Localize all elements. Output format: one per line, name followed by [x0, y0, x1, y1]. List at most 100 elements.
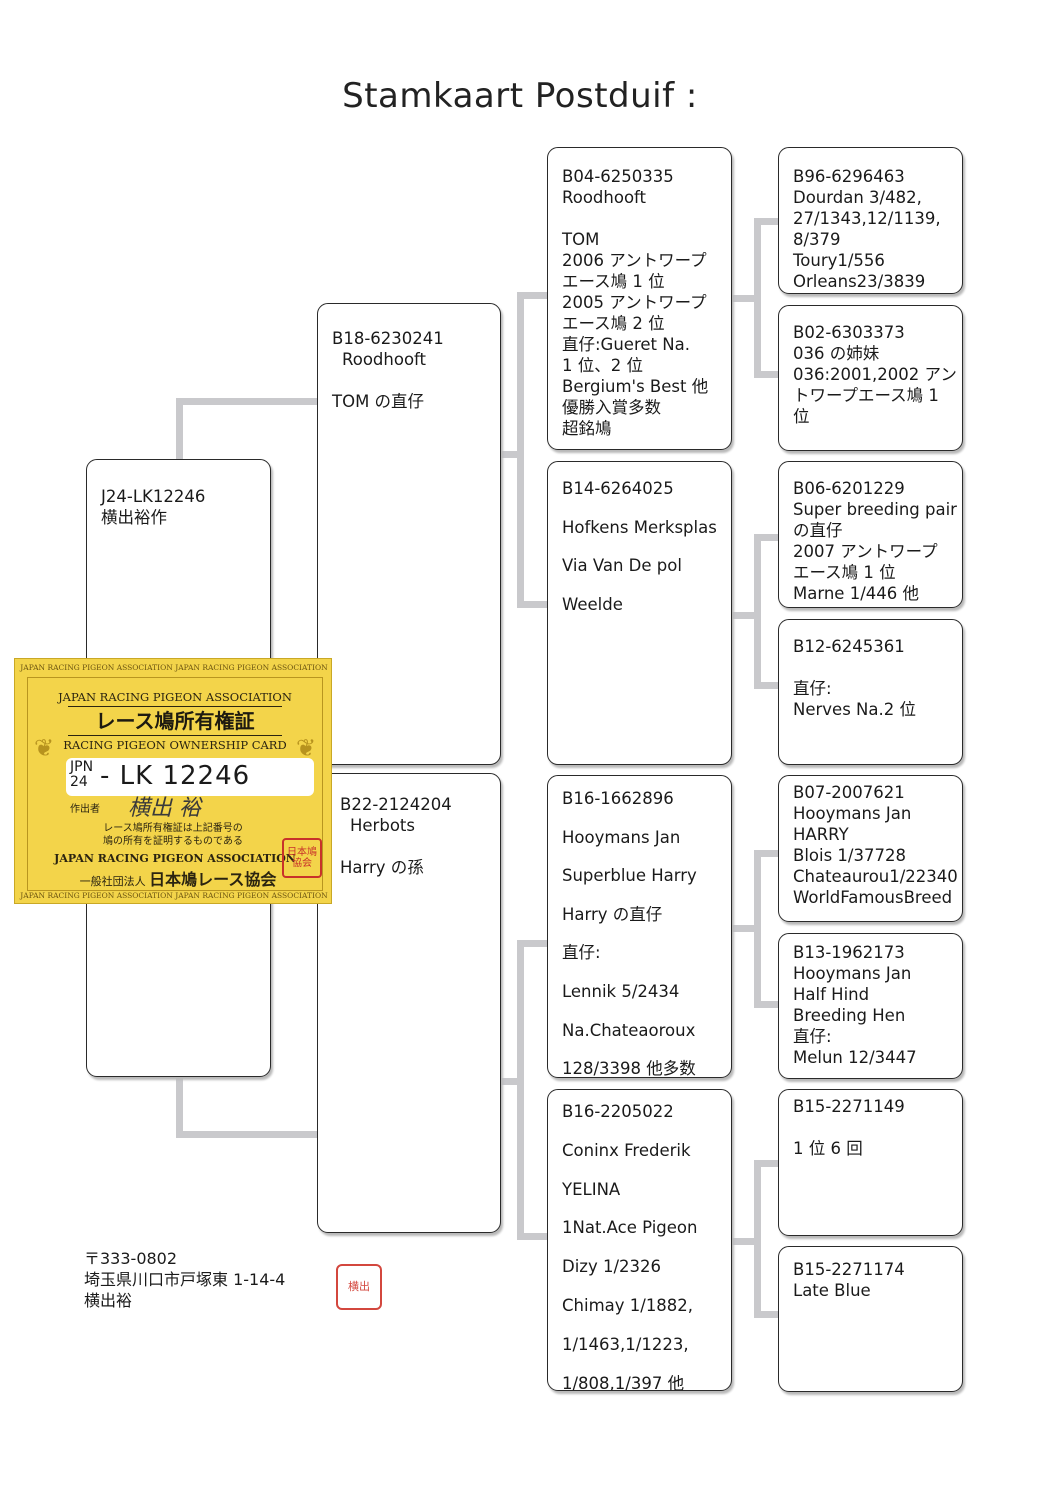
- card-note: レース鳩所有権証は上記番号の 鳩の所有を証明するものである: [58, 822, 288, 848]
- pedigree-line: エース鳩 1 位: [562, 272, 665, 291]
- pedigree-line: 直仔:Gueret Na.: [562, 335, 690, 354]
- sire-ring: B18-6230241: [332, 329, 444, 348]
- card-title-jp: レース鳩所有権証: [68, 706, 282, 736]
- pedigree-line: Breeding Hen: [793, 1006, 906, 1025]
- card-country-year: JPN 24: [70, 760, 100, 790]
- pedigree-line: Hooymans Jan: [793, 804, 912, 823]
- pedigree-line: 1 位、2 位: [562, 356, 643, 375]
- subject-owner: 横出裕作: [101, 508, 167, 527]
- sire-box: B18-6230241 Roodhooft TOM の直仔: [317, 303, 501, 765]
- pedigree-line: 直仔:: [793, 679, 832, 698]
- card-association-en: JAPAN RACING PIGEON ASSOCIATION: [58, 690, 292, 704]
- pedigree-line: Na.Chateaoroux: [562, 1020, 696, 1040]
- pedigree-line: Toury1/556: [793, 251, 885, 270]
- pedigree-line: Coninx Frederik: [562, 1140, 691, 1160]
- card-assoc-name: 日本鳩レース協会: [149, 870, 277, 889]
- ownership-card: JAPAN RACING PIGEON ASSOCIATION JAPAN RA…: [14, 658, 332, 904]
- pedigree-line: 1 位 6 回: [793, 1139, 863, 1158]
- pedigree-line: 1/1463,1/1223,: [562, 1334, 689, 1354]
- pedigree-line: 優勝入賞多数: [562, 398, 661, 417]
- card-year: 24: [70, 774, 88, 790]
- pedigree-line: Superblue Harry: [562, 866, 697, 886]
- card-note-line-2: 鳩の所有を証明するものである: [103, 836, 243, 847]
- pigeon-left-icon: ❦: [33, 734, 55, 762]
- pedigree-line: YELINA: [562, 1179, 621, 1199]
- pedigree-line: Lennik 5/2434: [562, 981, 680, 1001]
- pedigree-line: B16-1662896: [562, 789, 674, 808]
- pedigree-line: B07-2007621: [793, 783, 905, 802]
- dam-note: Harry の孫: [340, 858, 424, 877]
- great-grandparent-box: B02-6303373 036 の姉妹 036:2001,2002 アントワープエー…: [778, 305, 963, 451]
- pedigree-line: Dourdan 3/482,: [793, 188, 922, 207]
- pedigree-line: B15-2271149: [793, 1097, 905, 1116]
- pedigree-line: Hooymans Jan: [793, 964, 912, 983]
- pedigree-line: Chateaurou1/22340: [793, 867, 958, 886]
- card-ring-number: - LK 12246: [100, 761, 251, 791]
- pedigree-line: HARRY: [793, 825, 849, 844]
- street-address: 埼玉県川口市戸塚東 1-14-4: [84, 1270, 286, 1289]
- pedigree-line: 27/1343,12/1139,: [793, 209, 941, 228]
- pedigree-line: 036 の姉妹: [793, 344, 880, 363]
- pedigree-line: Roodhooft: [562, 188, 647, 207]
- pedigree-line: Orleans23/3839: [793, 272, 926, 291]
- pedigree-line: Hofkens Merksplas: [562, 517, 717, 537]
- card-association-jp: 一般社団法人 日本鳩レース協会: [38, 866, 318, 890]
- pedigree-line: Via Van De pol: [562, 556, 682, 575]
- card-title-en: RACING PIGEON OWNERSHIP CARD: [63, 738, 287, 752]
- pedigree-line: 8/379: [793, 230, 841, 249]
- pedigree-line: WorldFamousBreed: [793, 888, 953, 907]
- pedigree-line: B15-2271174: [793, 1260, 905, 1279]
- pedigree-line: B16-2205022: [562, 1102, 674, 1121]
- postal-code: 〒333-0802: [84, 1249, 178, 1268]
- pedigree-line: Super breeding pair: [793, 500, 957, 519]
- pedigree-line: 超銘鳩: [562, 419, 612, 438]
- pedigree-line: 直仔:: [793, 1027, 832, 1046]
- breeder-name: 横出裕: [84, 1291, 133, 1310]
- dam-ring: B22-2124204: [340, 795, 452, 814]
- pedigree-line: Melun 12/3447: [793, 1048, 917, 1067]
- card-seal-stamp: 日本鳩協会: [282, 838, 322, 878]
- card-inner-frame: ❦ ❦ JAPAN RACING PIGEON ASSOCIATION レース鳩…: [27, 677, 323, 891]
- pedigree-line: Harry の直仔: [562, 904, 663, 924]
- pedigree-line: Marne 1/446 他: [793, 584, 919, 603]
- pigeon-right-icon: ❦: [295, 734, 317, 762]
- pedigree-line: 直仔:: [562, 943, 601, 963]
- pedigree-line: B13-1962173: [793, 943, 905, 962]
- sire-name: Roodhooft: [342, 350, 427, 369]
- breeder-address: 〒333-0802 埼玉県川口市戸塚東 1-14-4 横出裕: [84, 1248, 285, 1311]
- page-title: Stamkaart Postduif :: [342, 76, 698, 116]
- pedigree-line: B12-6245361: [793, 637, 905, 656]
- pedigree-line: Nerves Na.2 位: [793, 700, 916, 719]
- pedigree-line: B06-6201229: [793, 479, 905, 498]
- pedigree-line: B02-6303373: [793, 323, 905, 342]
- card-association-en-small: JAPAN RACING PIGEON ASSOCIATION: [54, 852, 296, 865]
- pedigree-line: 1Nat.Ace Pigeon: [562, 1218, 698, 1238]
- pedigree-line: 128/3398 他多数: [562, 1059, 696, 1078]
- pedigree-line: エース鳩 1 位: [793, 563, 896, 582]
- card-edge-bottom-text: JAPAN RACING PIGEON ASSOCIATION JAPAN RA…: [20, 891, 328, 900]
- pedigree-line: 2005 アントワープ: [562, 293, 707, 312]
- pedigree-line: トワープエース鳩 1: [793, 386, 939, 405]
- pedigree-line: 036:2001,2002 アン: [793, 365, 957, 384]
- dam-box: B22-2124204 Herbots Harry の孫: [317, 773, 501, 1233]
- pedigree-line: Weelde: [562, 594, 623, 614]
- pedigree-line: 2006 アントワープ: [562, 251, 707, 270]
- pedigree-line: B04-6250335: [562, 167, 674, 186]
- pedigree-line: 位: [793, 407, 810, 426]
- sire-note: TOM の直仔: [332, 392, 425, 411]
- great-grandparent-box: B12-6245361 直仔: Nerves Na.2 位: [778, 619, 963, 765]
- pedigree-line: Dizy 1/2326: [562, 1257, 662, 1277]
- great-grandparent-box: B15-2271149 1 位 6 回: [778, 1089, 963, 1236]
- card-note-line-1: レース鳩所有権証は上記番号の: [103, 823, 243, 834]
- pedigree-line: 2007 アントワープ: [793, 542, 938, 561]
- breeder-seal-stamp: 横出: [336, 1264, 382, 1310]
- pedigree-line: Blois 1/37728: [793, 846, 906, 865]
- card-assoc-prefix: 一般社団法人: [79, 875, 146, 888]
